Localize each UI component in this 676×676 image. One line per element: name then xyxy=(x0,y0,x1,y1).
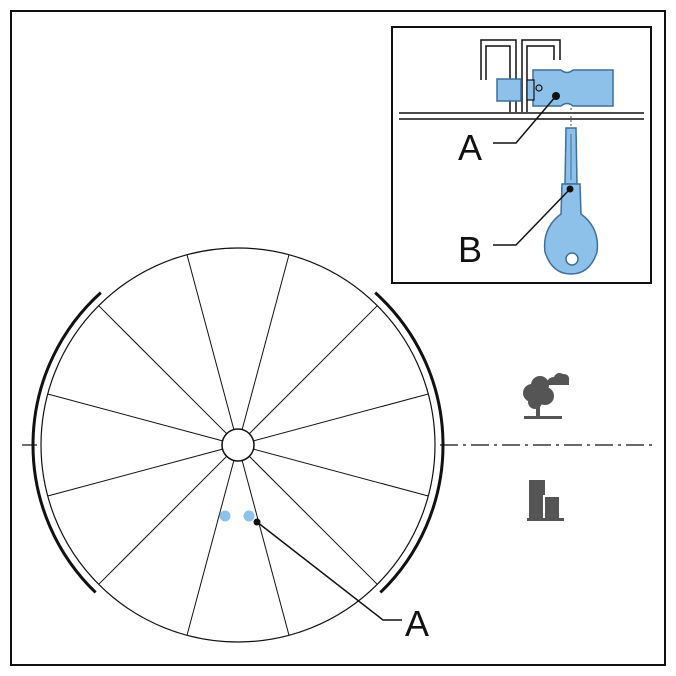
floor-lock-hole-1 xyxy=(219,510,231,522)
leader-line-main-a xyxy=(256,521,402,621)
tree-cloud-icon xyxy=(523,373,570,419)
door-wing-6 xyxy=(47,448,223,497)
leader-line-inset-a xyxy=(493,95,557,144)
key-icon xyxy=(543,127,599,275)
door-center-post xyxy=(221,428,255,462)
door-wing-11 xyxy=(248,305,378,435)
label-inset-b: B xyxy=(458,229,482,270)
door-wing-4 xyxy=(186,460,235,636)
door-wing-10 xyxy=(241,254,290,430)
floor-lock-bolt xyxy=(496,69,614,107)
door-wing-3 xyxy=(241,460,290,636)
building-icon xyxy=(527,480,564,521)
label-main-a: A xyxy=(405,603,429,644)
door-wing-1 xyxy=(253,448,429,497)
label-inset-a: A xyxy=(458,127,482,168)
inset-detail: A B xyxy=(391,26,652,284)
outer-frame xyxy=(10,10,666,666)
door-profile xyxy=(480,39,561,112)
door-wing-2 xyxy=(248,455,378,585)
door-wings xyxy=(47,254,429,636)
revolving-door xyxy=(31,247,445,643)
leader-line-inset-b xyxy=(493,188,571,246)
wall-arc-left xyxy=(31,291,102,594)
door-wing-5 xyxy=(98,455,228,585)
floor-lock-hole-2 xyxy=(243,510,255,522)
door-wing-8 xyxy=(98,305,228,435)
door-wing-12 xyxy=(253,393,429,442)
door-drum xyxy=(40,247,436,643)
door-wing-9 xyxy=(186,254,235,430)
wall-arc-right xyxy=(374,291,445,594)
door-wing-7 xyxy=(47,393,223,442)
